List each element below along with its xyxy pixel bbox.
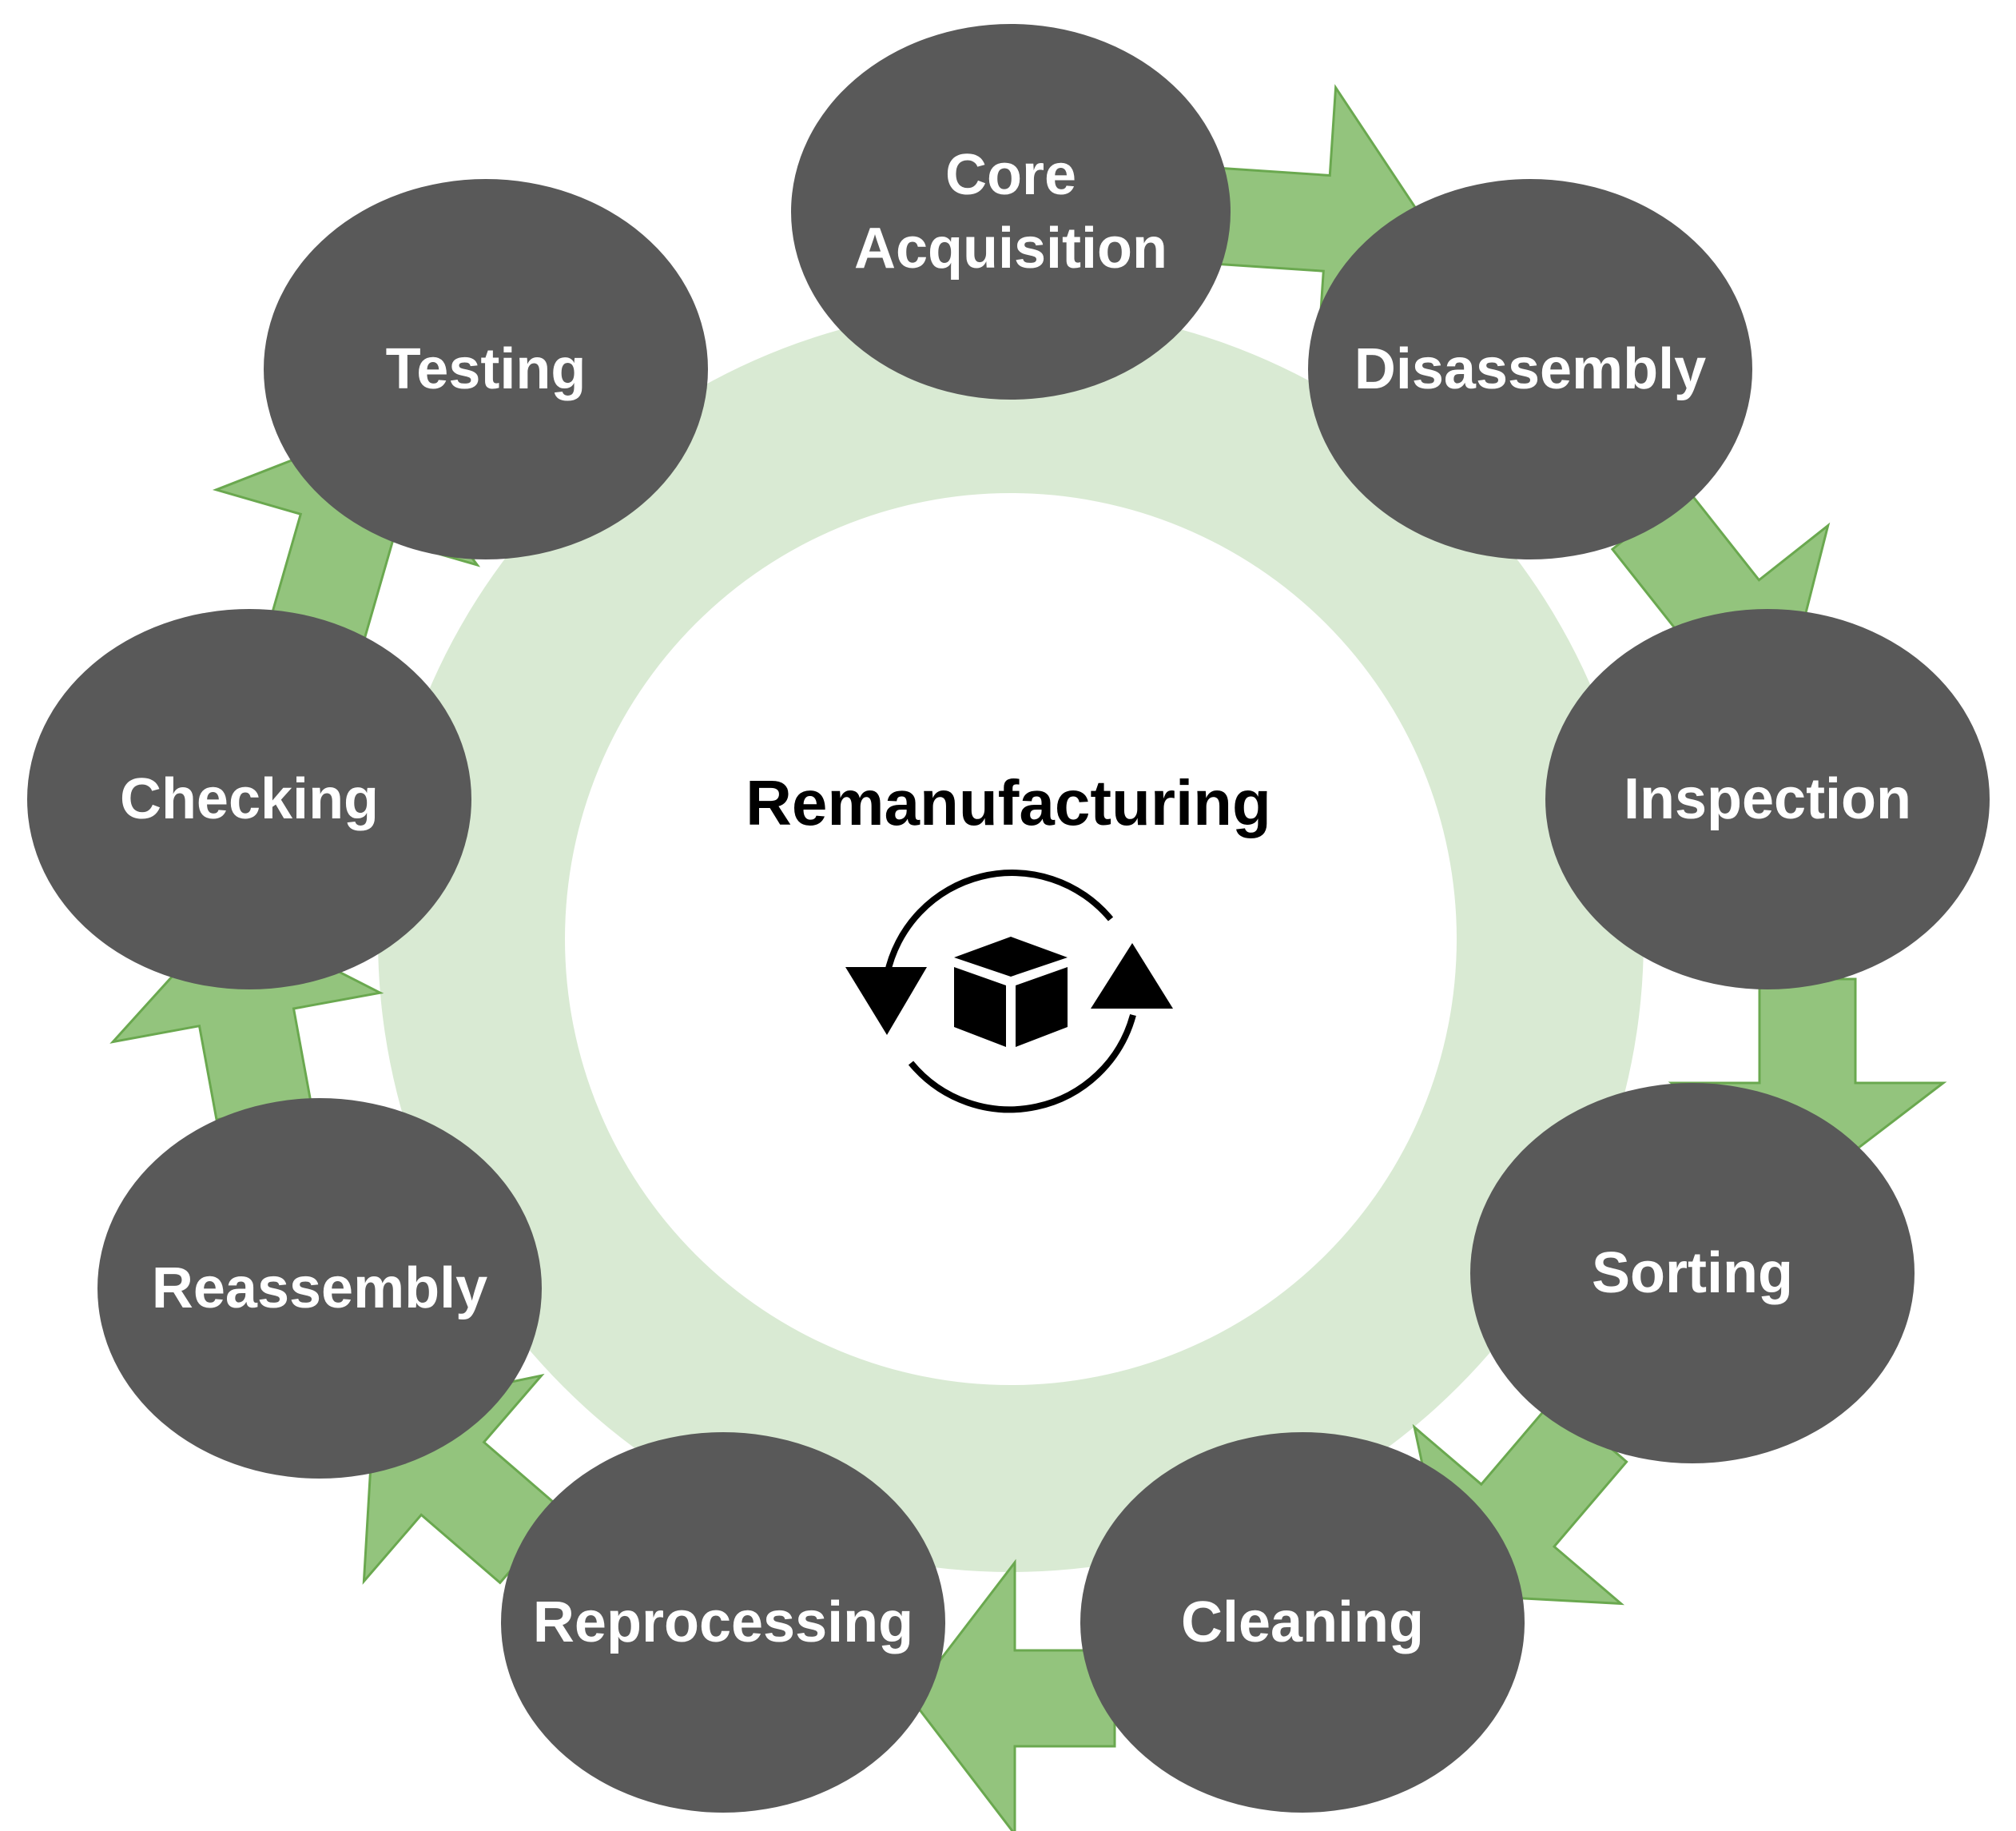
step-ellipse-reassembly	[97, 1098, 542, 1479]
cycle-arrowhead-left-icon	[845, 967, 927, 1035]
step-node-cleaning: Cleaning	[1080, 1432, 1525, 1813]
step-ellipse-disassembly	[1308, 179, 1752, 559]
step-label-reprocessing: Reprocessing	[533, 1590, 913, 1654]
step-ellipse-cleaning	[1080, 1432, 1525, 1813]
step-ellipse-testing	[264, 179, 708, 559]
step-node-inspection: Inspection	[1545, 609, 1990, 989]
step-label-checking: Checking	[120, 767, 379, 831]
diagram-title: Remanufacturing	[746, 767, 1271, 838]
step-ellipse-core-acquisition	[791, 24, 1231, 400]
step-label-cleaning: Cleaning	[1181, 1590, 1424, 1654]
step-node-disassembly: Disassembly	[1308, 179, 1752, 559]
step-node-reassembly: Reassembly	[97, 1098, 542, 1479]
cube-icon	[954, 937, 1068, 1047]
cycle-box-icon	[845, 870, 1173, 1113]
step-label-sorting: Sorting	[1592, 1241, 1793, 1305]
cycle-arc-bottom-icon	[908, 1013, 1136, 1113]
step-ellipse-checking	[27, 609, 471, 989]
step-label-reassembly: Reassembly	[152, 1256, 487, 1320]
step-label-core-acquisition-line-1: Core	[945, 143, 1076, 207]
step-label-core-acquisition-line-2: Acquisition	[854, 217, 1167, 281]
step-ellipse-sorting	[1470, 1083, 1915, 1463]
flow-arrow-cleaning-to-reprocessing	[909, 1558, 1116, 1831]
step-label-inspection: Inspection	[1624, 767, 1911, 831]
step-label-testing: Testing	[386, 337, 587, 401]
step-node-reprocessing: Reprocessing	[501, 1432, 945, 1813]
cycle-arrowhead-right-icon	[1091, 943, 1173, 1009]
step-node-testing: Testing	[264, 179, 708, 559]
step-node-sorting: Sorting	[1470, 1083, 1915, 1463]
step-label-disassembly: Disassembly	[1354, 337, 1706, 401]
cycle-arc-top-icon	[884, 870, 1114, 976]
step-node-checking: Checking	[27, 609, 471, 989]
process-steps: CoreAcquisitionDisassemblyInspectionSort…	[27, 24, 1990, 1813]
step-ellipse-reprocessing	[501, 1432, 945, 1813]
step-ellipse-inspection	[1545, 609, 1990, 989]
